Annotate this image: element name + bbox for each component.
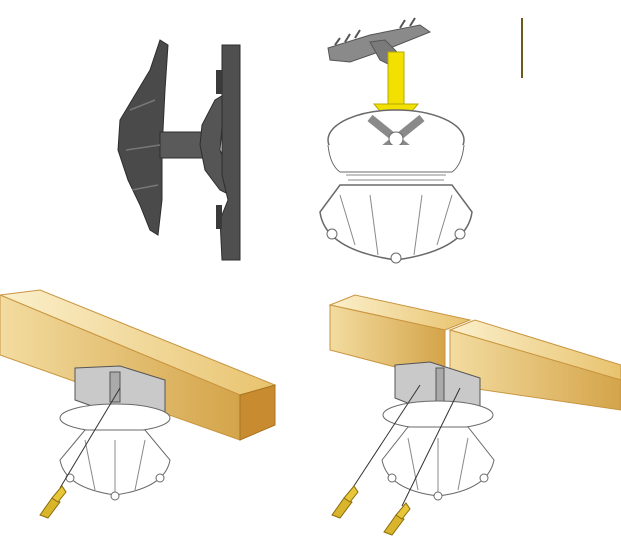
- clip-slot: [216, 70, 222, 94]
- screw-guide-line-right: [401, 387, 461, 507]
- clip-slot-lower: [216, 205, 222, 229]
- pedestal-head: [59, 403, 171, 433]
- pedestal-thread: [346, 174, 446, 186]
- screw-icon: [383, 502, 411, 536]
- clip-insert-drawing: [319, 17, 523, 264]
- two-joists-drawing: [328, 294, 621, 536]
- single-joist-drawing: [0, 289, 277, 519]
- screw-guide-line-left: [349, 384, 421, 493]
- screw-icon: [39, 485, 67, 519]
- pedestal-base: [319, 184, 473, 261]
- pedestal-head: [382, 400, 494, 430]
- pedestal-ribs: [339, 194, 453, 256]
- clip-texture: [125, 99, 161, 191]
- panel-clip-closeup: [0, 0, 310, 270]
- clip-closeup-drawing: [117, 39, 241, 261]
- panel-single-joist: [0, 270, 310, 540]
- joist-end-face: [239, 384, 276, 441]
- pedestal-center-hole: [388, 131, 404, 147]
- panel-two-joists: [310, 270, 621, 540]
- pedestal-rim: [327, 144, 465, 173]
- screw-icon: [331, 485, 359, 519]
- clip-small: [327, 17, 432, 67]
- clip-right-leg: [219, 44, 241, 261]
- clip-left-flange: [117, 39, 169, 236]
- panel-clip-insert: [310, 0, 621, 270]
- screw-guide-line: [59, 387, 121, 489]
- joist-right-front: [449, 329, 621, 411]
